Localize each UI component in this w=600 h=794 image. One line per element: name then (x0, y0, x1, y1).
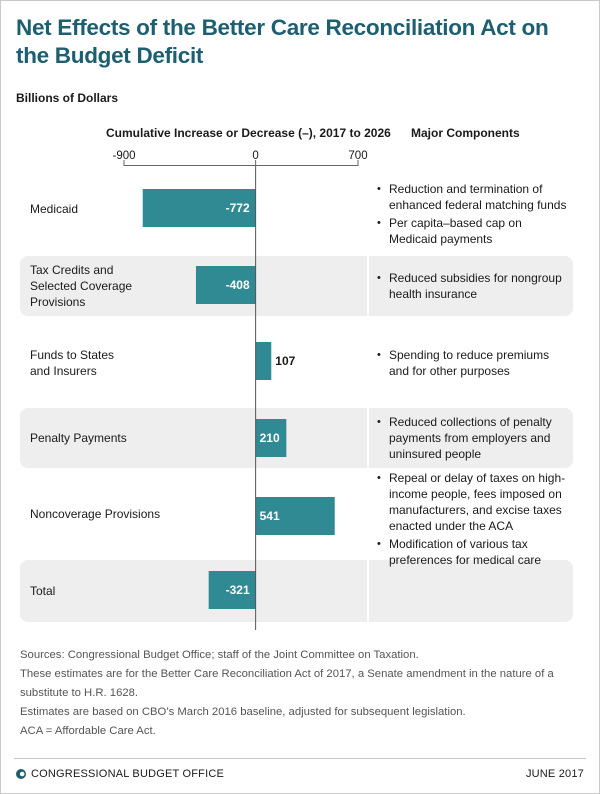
x-tick-label: -900 (112, 150, 135, 162)
bar (142, 189, 256, 227)
component-item: Repeal or delay of taxes on high-income … (376, 470, 581, 534)
row-label-noncoverage: Noncoverage Provisions (30, 507, 161, 521)
x-axis-title: Cumulative Increase or Decrease (–), 201… (106, 126, 391, 140)
bar (208, 571, 256, 609)
bar-value-label: -408 (226, 278, 250, 292)
footer-date: JUNE 2017 (525, 768, 584, 780)
row-label-funds-to-states: Funds to States and Insurers (30, 348, 115, 378)
x-tick-label: 700 (348, 150, 367, 162)
bar (195, 266, 256, 304)
components-title: Major Components (411, 126, 520, 140)
bar-value-label: 541 (260, 509, 280, 523)
components-noncoverage: Repeal or delay of taxes on high-income … (376, 470, 581, 570)
bar-value-label: 107 (275, 354, 295, 368)
units-label: Billions of Dollars (16, 91, 119, 105)
bar (255, 419, 287, 457)
bar-value-label: -321 (226, 583, 250, 597)
bar-value-label: 210 (260, 431, 280, 445)
bar-value-label: -772 (226, 201, 250, 215)
cbo-logo-icon (16, 769, 26, 779)
row-label-penalty-payments: Penalty Payments (30, 431, 127, 445)
row-band-total (20, 560, 573, 622)
x-tick-label: 0 (252, 150, 258, 162)
notes: Sources: Congressional Budget Office; st… (20, 646, 585, 741)
bar-chart: -900 0 700 -772 -408 107 210 541 -321 (112, 150, 368, 630)
note-sources: Sources: Congressional Budget Office; st… (20, 649, 419, 661)
bar (255, 497, 335, 535)
note-baseline: Estimates are based on CBO’s March 2016 … (20, 706, 466, 718)
bar (255, 342, 272, 380)
footer-org: CONGRESSIONAL BUDGET OFFICE (31, 768, 225, 780)
footer-divider (14, 758, 586, 759)
row-label-medicaid: Medicaid (30, 202, 79, 216)
figure-title: Net Effects of the Better Care Reconcili… (16, 15, 549, 68)
note-aca: ACA = Affordable Care Act. (20, 725, 156, 737)
row-label-tax-credits: Tax Credits and Selected Coverage Provis… (30, 263, 133, 309)
row-label-total: Total (30, 584, 56, 598)
note-estimates: These estimates are for the Better Care … (20, 668, 554, 699)
